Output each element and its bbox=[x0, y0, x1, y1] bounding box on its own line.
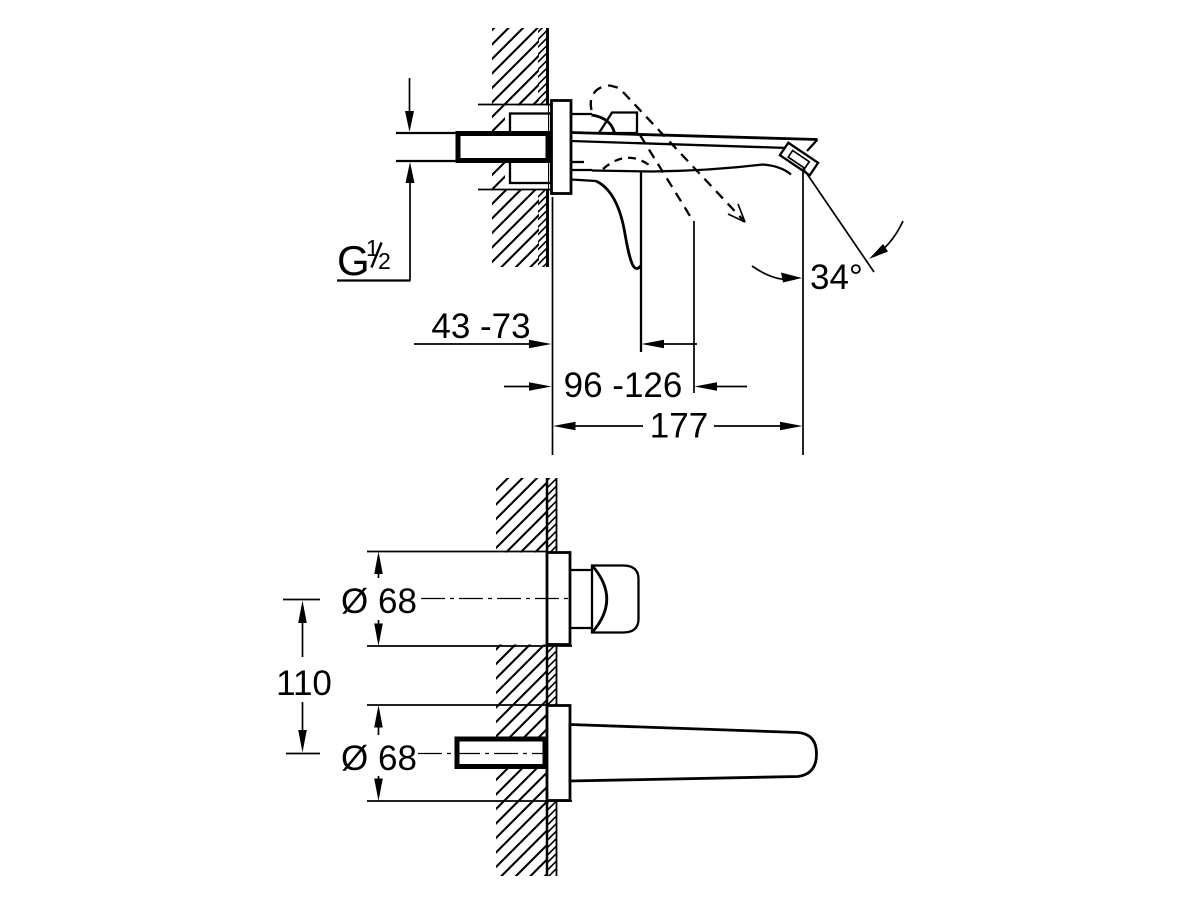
thread-label-fraction-slash bbox=[370, 242, 383, 268]
spout-top-edge bbox=[570, 131, 818, 141]
dim-spout-angle: 34° bbox=[751, 167, 904, 297]
escutcheon-plate-side bbox=[550, 99, 573, 195]
aerator bbox=[778, 141, 820, 177]
spout-supply-pipe bbox=[454, 736, 548, 769]
thread-label-letter: G bbox=[337, 237, 370, 284]
handle-lever-raised-dashed bbox=[589, 84, 746, 223]
dim-spout-reach: 177 bbox=[553, 407, 803, 446]
spout-front bbox=[568, 723, 818, 783]
spout-upper-inner-edge bbox=[570, 139, 789, 150]
front-elevation-view: Ø 68 110 Ø 68 bbox=[276, 478, 818, 876]
supply-pipe-socket bbox=[455, 131, 551, 163]
wall-hatching-front bbox=[496, 478, 547, 876]
cartridge-dome-arc bbox=[591, 113, 616, 134]
spout-tip-edge bbox=[806, 138, 819, 152]
handle-lever-down bbox=[595, 179, 643, 270]
lever-base bbox=[596, 111, 639, 135]
dim-center-distance: 110 bbox=[276, 598, 332, 755]
dim-thread-size: G 1 2 bbox=[337, 78, 415, 284]
lever-reach-label: 96 -126 bbox=[564, 366, 683, 405]
wall-finish-hatching-front bbox=[547, 478, 556, 876]
center-distance-label: 110 bbox=[276, 664, 332, 703]
rotation-arrowhead bbox=[727, 203, 746, 223]
thread-label-denominator: 2 bbox=[378, 248, 391, 274]
spout-reach-label: 177 bbox=[650, 407, 708, 446]
spout-bottom-edge bbox=[591, 163, 792, 176]
spout-escutcheon-diameter-label: Ø 68 bbox=[341, 739, 417, 778]
handle-escutcheon-diameter-label: Ø 68 bbox=[341, 582, 417, 621]
depth-range-label: 43 -73 bbox=[431, 307, 530, 346]
angle-reference-line bbox=[802, 167, 875, 273]
dim-lever-reach-range: 96 -126 bbox=[504, 366, 747, 405]
side-section-view: G 1 2 43 -73 96 -126 177 bbox=[337, 28, 904, 455]
dim-handle-escutcheon-diameter: Ø 68 bbox=[341, 550, 572, 647]
handle-neck-line bbox=[570, 178, 597, 183]
spout-angle-label: 34° bbox=[810, 258, 863, 297]
dim-spout-escutcheon-diameter: Ø 68 bbox=[341, 704, 572, 802]
handle-dome-arc bbox=[591, 565, 608, 633]
dim-depth-range: 43 -73 bbox=[414, 307, 697, 349]
spout-escutcheon-front bbox=[545, 704, 572, 802]
